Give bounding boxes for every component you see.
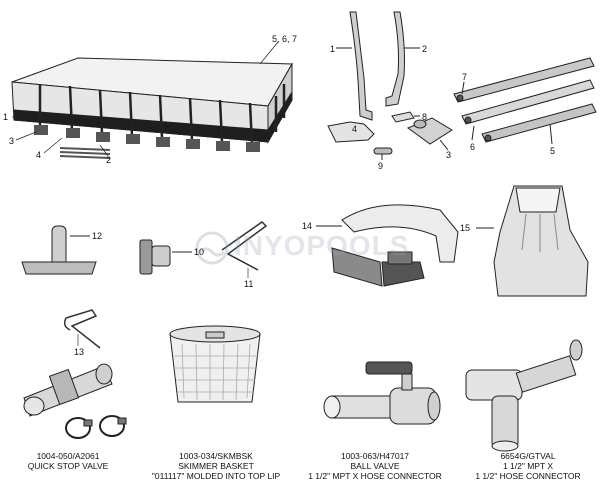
- callout-3-plate: 3: [446, 150, 452, 160]
- caption-hose-connector: 6654G/GTVAL 1 1/2" MPT X 1 1/2" HOSE CON…: [462, 451, 594, 481]
- callout-9-pin: 9: [378, 161, 384, 171]
- part-name: 1 1/2" MPT X: [502, 461, 554, 471]
- skimmer-body-part: [476, 185, 589, 297]
- part-name: SKIMMER BASKET: [178, 461, 254, 471]
- strap-buckle-part: [316, 204, 459, 287]
- horizontal-beams: [453, 57, 597, 145]
- callout-7-beam: 7: [462, 72, 468, 82]
- callout-11-spring-clip: 11: [244, 279, 254, 289]
- caption-ball-valve: 1003-063/H47017 BALL VALVE 1 1/2" MPT X …: [300, 451, 450, 481]
- spring-clip-part: [221, 221, 268, 278]
- part-note: "011117" MOLDED INTO TOP LIP: [151, 471, 281, 481]
- part-number: 1003-034/SKMBSK: [179, 451, 253, 461]
- callout-1-pool: 1: [3, 112, 9, 122]
- callout-10-plug: 10: [194, 247, 205, 257]
- caption-quick-stop-valve: 1004-050/A2061 QUICK STOP VALVE: [6, 451, 130, 471]
- part-number: 1003-063/H47017: [340, 451, 410, 461]
- part-note: 1 1/2" HOSE CONNECTOR: [475, 471, 581, 481]
- joint-plate: [327, 111, 453, 160]
- ball-valve-image: [323, 361, 441, 425]
- pool-leader-lines: [12, 41, 279, 157]
- callout-2-pool: 2: [106, 155, 112, 165]
- hose-connector-image: [465, 339, 583, 452]
- callout-2-leg: 2: [422, 44, 428, 54]
- part-number: 1004-050/A2061: [36, 451, 100, 461]
- callout-12-plunger: 12: [92, 231, 103, 241]
- plug-part: [139, 239, 192, 275]
- callout-4-pool: 4: [36, 150, 42, 160]
- callout-14-strap: 14: [302, 221, 313, 231]
- pool-logo-icon: [195, 231, 229, 265]
- part-name: QUICK STOP VALVE: [27, 461, 109, 471]
- callout-15-skimmer: 15: [460, 223, 471, 233]
- callout-8-cap: 8: [422, 112, 428, 122]
- callout-13-wire-clip: 13: [74, 347, 85, 357]
- part-number: 6654G/GTVAL: [500, 451, 556, 461]
- callout-5-beam: 5: [550, 146, 556, 156]
- upright-legs: [336, 11, 420, 121]
- caption-skimmer-basket: 1003-034/SKMBSK SKIMMER BASKET "011117" …: [142, 451, 290, 481]
- skimmer-basket-image: [169, 325, 261, 403]
- pool-frame-illustration: [11, 57, 293, 159]
- quick-stop-valve-image: [23, 363, 127, 439]
- callout-3-pool: 3: [9, 136, 15, 146]
- callout-pool-rails: 5, 6, 7: [272, 34, 298, 44]
- part-name: BALL VALVE: [350, 461, 400, 471]
- callout-1-leg: 1: [330, 44, 336, 54]
- watermark-text: INYOPOOLS: [234, 230, 410, 261]
- callout-4-strap: 4: [352, 124, 358, 134]
- plunger-part: [21, 225, 97, 275]
- wire-clip-part: [63, 309, 101, 349]
- part-note: 1 1/2" MPT X HOSE CONNECTOR: [308, 471, 442, 481]
- callout-6-beam: 6: [470, 142, 476, 152]
